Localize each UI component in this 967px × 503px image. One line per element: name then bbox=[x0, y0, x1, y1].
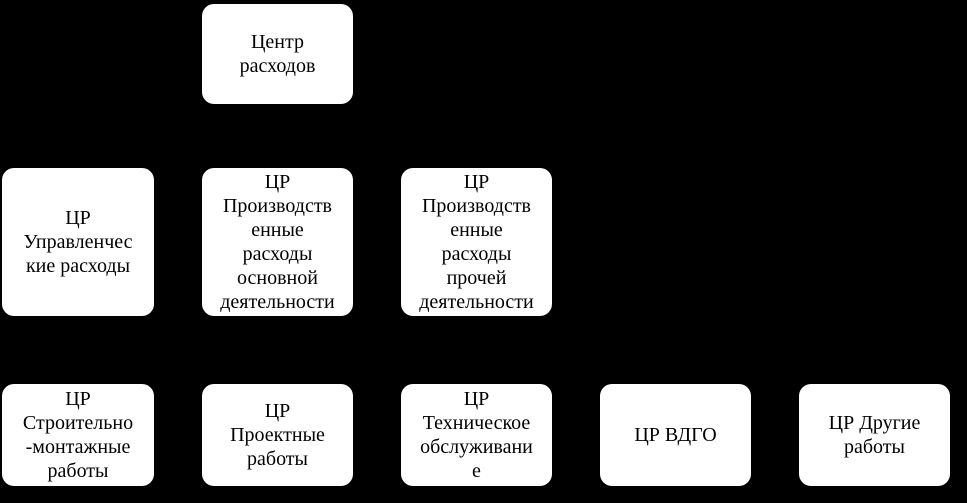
node-vdgo: ЦР ВДГО bbox=[600, 384, 751, 486]
node-production-costs-main: ЦР Производств енные расходы основной де… bbox=[202, 168, 353, 316]
node-construction-works-label: ЦР Строительно -монтажные работы bbox=[22, 388, 134, 482]
node-production-costs-main-label: ЦР Производств енные расходы основной де… bbox=[220, 171, 335, 313]
node-management-costs-label: ЦР Управленчес кие расходы bbox=[23, 207, 133, 277]
node-cost-center-label: Центр расходов bbox=[239, 31, 316, 77]
node-construction-works: ЦР Строительно -монтажные работы bbox=[2, 384, 154, 486]
node-design-works-label: ЦР Проектные работы bbox=[230, 400, 325, 470]
node-vdgo-label: ЦР ВДГО bbox=[634, 424, 717, 446]
node-other-works-label: ЦР Другие работы bbox=[828, 412, 921, 458]
node-design-works: ЦР Проектные работы bbox=[202, 384, 353, 486]
node-maintenance: ЦР Техническое обслуживани е bbox=[401, 384, 552, 486]
node-maintenance-label: ЦР Техническое обслуживани е bbox=[420, 388, 533, 482]
node-cost-center: Центр расходов bbox=[202, 4, 353, 104]
node-management-costs: ЦР Управленчес кие расходы bbox=[2, 168, 154, 316]
node-other-works: ЦР Другие работы bbox=[799, 384, 950, 486]
node-production-costs-other: ЦР Производств енные расходы прочей деят… bbox=[401, 168, 552, 316]
node-production-costs-other-label: ЦР Производств енные расходы прочей деят… bbox=[419, 171, 534, 313]
